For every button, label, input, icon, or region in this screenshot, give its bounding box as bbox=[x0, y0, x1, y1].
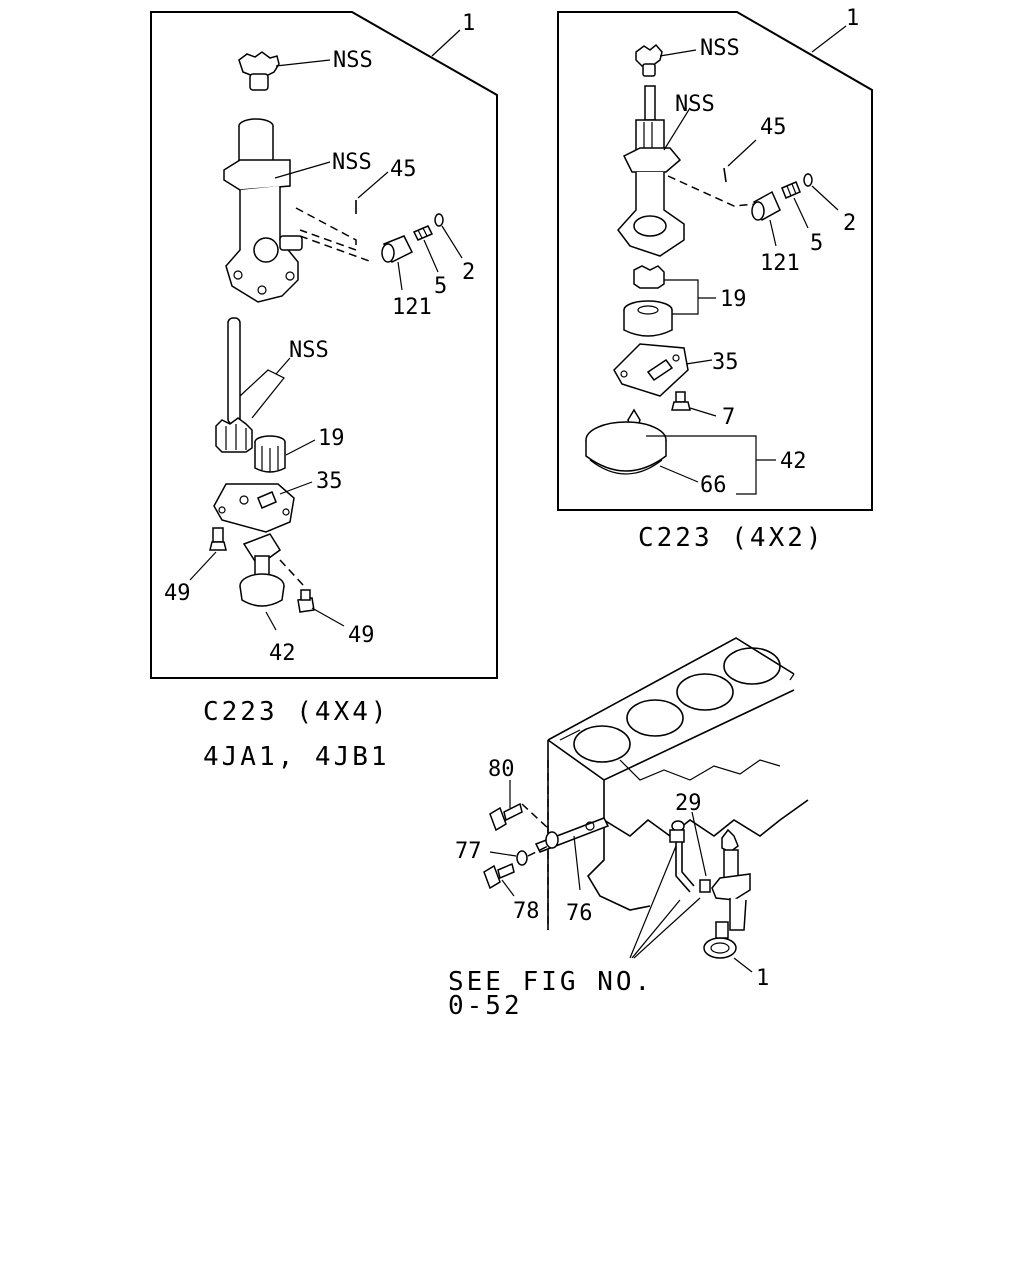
callout-spring-4x2: 5 bbox=[810, 231, 823, 256]
callout-bolt-4x2: 7 bbox=[722, 405, 735, 430]
oil-strainer-4x2 bbox=[585, 408, 667, 475]
panel-4x4-frame bbox=[150, 11, 498, 679]
bolt-right-4x4 bbox=[297, 589, 315, 613]
oil-pump-installed bbox=[703, 828, 751, 959]
pump-cover-4x4 bbox=[213, 483, 295, 533]
pump-body-4x2 bbox=[617, 85, 685, 257]
washer-4x2 bbox=[803, 173, 813, 187]
callout-washer-77: 77 bbox=[455, 839, 482, 864]
callout-pump-1: 1 bbox=[756, 966, 769, 991]
callout-bolt-78: 78 bbox=[513, 899, 540, 924]
spring-4x4 bbox=[412, 225, 434, 241]
pump-cover-4x2 bbox=[613, 343, 689, 397]
callout-bolt-right-4x4: 49 bbox=[348, 623, 375, 648]
callout-plunger-4x2: 121 bbox=[760, 251, 800, 276]
inner-rotor-4x2 bbox=[633, 265, 665, 289]
washer-77 bbox=[516, 850, 528, 866]
oil-strainer-4x4 bbox=[239, 533, 285, 607]
callout-bolt-80: 80 bbox=[488, 757, 515, 782]
engine-block-view: 80 76 77 78 29 bbox=[455, 637, 809, 991]
callout-washer-4x4: 2 bbox=[462, 260, 475, 285]
cylinder-block bbox=[547, 637, 809, 930]
spring-4x2 bbox=[781, 181, 801, 199]
bolt-4x2 bbox=[671, 391, 691, 411]
plunger-4x4 bbox=[381, 235, 414, 264]
oil-pipe-29 bbox=[669, 820, 711, 893]
callout-gear-top-4x4: NSS bbox=[333, 48, 373, 73]
callout-assembly-4x2: 1 bbox=[846, 6, 859, 31]
callout-body-4x4: NSS bbox=[332, 150, 372, 175]
callout-bolt-left-4x4: 49 bbox=[164, 581, 191, 606]
bolt-78 bbox=[483, 862, 515, 890]
bolt-left-4x4 bbox=[209, 527, 227, 551]
drive-gear-top-4x2 bbox=[635, 43, 663, 77]
callout-dipstick-76: 76 bbox=[566, 901, 593, 926]
caption-engine-models: 4JA1, 4JB1 bbox=[203, 742, 390, 772]
callout-plunger-4x4: 121 bbox=[392, 295, 432, 320]
callout-pin-4x4: 45 bbox=[390, 157, 417, 182]
callout-spring-4x4: 5 bbox=[434, 274, 447, 299]
callout-strainer-4x2: 42 bbox=[780, 449, 807, 474]
drive-gear-top-4x4 bbox=[238, 51, 280, 91]
callout-pipe-29: 29 bbox=[675, 791, 702, 816]
callout-washer-4x2: 2 bbox=[843, 211, 856, 236]
callout-strainer-4x4: 42 bbox=[269, 641, 296, 666]
callout-shaft-4x4: NSS bbox=[289, 338, 329, 363]
callout-assembly-4x4: 1 bbox=[462, 11, 475, 36]
bolt-80 bbox=[489, 802, 523, 832]
callout-gear-top-4x2: NSS bbox=[700, 36, 740, 61]
plunger-4x2 bbox=[751, 190, 781, 222]
callout-body-4x2: NSS bbox=[675, 92, 715, 117]
panel-4x2: 1 NSS NSS 45 121 bbox=[557, 6, 873, 511]
callout-gear-4x4: 19 bbox=[318, 426, 345, 451]
outer-rotor-4x2 bbox=[623, 300, 673, 337]
panel-4x2-frame bbox=[557, 11, 873, 511]
caption-4x4: C223 (4X4) bbox=[203, 697, 390, 727]
dipstick-guide-76 bbox=[534, 817, 610, 853]
panel-4x4: 1 NSS NSS 45 bbox=[150, 11, 498, 679]
callout-cover-4x2: 35 bbox=[712, 350, 739, 375]
callout-cover-4x4: 35 bbox=[316, 469, 343, 494]
drive-shaft-4x4 bbox=[215, 317, 253, 453]
pump-body-4x4 bbox=[223, 118, 303, 303]
callout-rotor-4x2: 19 bbox=[720, 287, 747, 312]
callout-strainer-sub-4x2: 66 bbox=[700, 473, 727, 498]
caption-4x2: C223 (4X2) bbox=[638, 523, 825, 553]
see-fig-number: 0-52 bbox=[448, 991, 523, 1021]
washer-4x4 bbox=[434, 213, 444, 227]
see-fig-reference: SEE FIG NO. bbox=[448, 967, 653, 997]
driven-gear-4x4 bbox=[254, 435, 286, 473]
callout-pin-4x2: 45 bbox=[760, 115, 787, 140]
